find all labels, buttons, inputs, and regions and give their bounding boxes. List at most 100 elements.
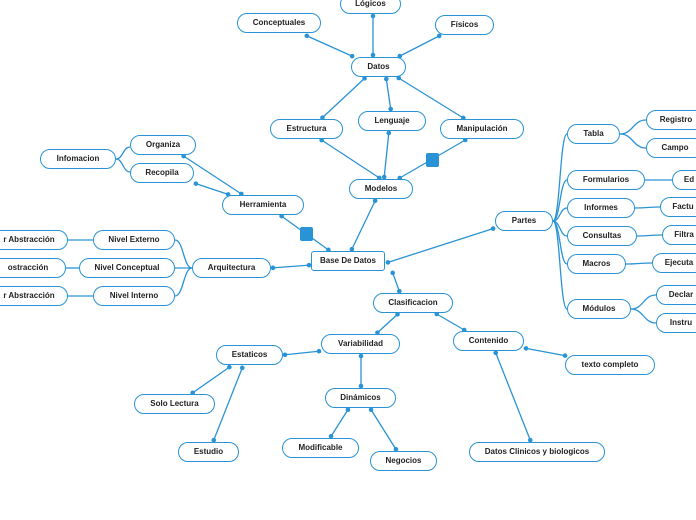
connector-curve xyxy=(625,262,653,265)
node-macros-child[interactable]: Ejecuta xyxy=(652,253,696,273)
connector-dot xyxy=(193,181,199,186)
connector-curve xyxy=(552,220,568,310)
connector-line xyxy=(282,350,322,356)
attachment-marker[interactable] xyxy=(426,153,439,167)
node-texto-completo[interactable]: texto completo xyxy=(565,355,655,375)
connector-line xyxy=(383,130,390,180)
node-nivel-conceptual[interactable]: Nivel Conceptual xyxy=(79,258,175,278)
connector-dot xyxy=(527,437,533,443)
node-nivel-externo[interactable]: Nivel Externo xyxy=(93,230,175,250)
connector-dot xyxy=(397,288,402,294)
node-manipulacion[interactable]: Manipulación xyxy=(440,119,524,139)
node-modelos[interactable]: Modelos xyxy=(349,179,413,199)
node-consultas[interactable]: Consultas xyxy=(567,226,637,246)
node-datos[interactable]: Datos xyxy=(351,57,406,77)
connector-curve xyxy=(619,119,647,135)
connector-line xyxy=(304,34,355,58)
connector-dot xyxy=(358,353,364,359)
connector-curve xyxy=(552,133,568,222)
connector-curve xyxy=(636,234,663,237)
connector-line xyxy=(190,365,232,395)
connector-dot xyxy=(211,437,217,443)
node-campo[interactable]: Campo xyxy=(646,138,696,158)
node-informes-child[interactable]: Factu xyxy=(660,197,696,217)
connector-dot xyxy=(239,365,245,371)
connector-curve xyxy=(115,158,131,173)
node-base-de-datos[interactable]: Base De Datos xyxy=(311,251,385,271)
connector-line xyxy=(385,76,392,112)
connector-dot xyxy=(270,265,276,271)
connector-dot xyxy=(370,52,376,58)
connector-line xyxy=(375,312,400,335)
node-solo-lectura[interactable]: Solo Lectura xyxy=(134,394,215,414)
node-formularios[interactable]: Formularios xyxy=(567,170,645,190)
connector-dot xyxy=(358,383,364,389)
connector-dot xyxy=(370,13,376,19)
connector-dot xyxy=(326,247,331,253)
connector-line xyxy=(212,365,244,443)
node-consultas-child[interactable]: Filtra xyxy=(662,225,696,245)
node-tabla[interactable]: Tabla xyxy=(567,124,620,144)
connector-line xyxy=(369,407,398,452)
node-variabilidad[interactable]: Variabilidad xyxy=(321,334,400,354)
connector-dot xyxy=(562,353,568,358)
connector-curve xyxy=(552,207,568,222)
connector-dot xyxy=(316,348,322,354)
connector-curve xyxy=(115,146,131,160)
node-datos-clinicos[interactable]: Datos Clinicos y biologicos xyxy=(469,442,605,462)
node-nivel-interno[interactable]: Nivel Interno xyxy=(93,286,175,306)
node-logicos[interactable]: Lógicos xyxy=(340,0,401,14)
node-negocios[interactable]: Negocios xyxy=(370,451,437,471)
connector-line xyxy=(397,34,442,58)
node-herramienta[interactable]: Herramienta xyxy=(222,195,304,215)
node-contenido[interactable]: Contenido xyxy=(453,331,524,351)
connector-line xyxy=(181,154,244,196)
node-modulos-child-1[interactable]: Declar xyxy=(656,285,696,305)
connector-dot xyxy=(393,447,399,452)
connector-dot xyxy=(396,75,402,81)
connector-dot xyxy=(390,270,395,276)
node-modificable[interactable]: Modificable xyxy=(282,438,359,458)
connector-dot xyxy=(490,226,496,231)
node-infomacion[interactable]: Infomacion xyxy=(40,149,116,169)
connector-dot xyxy=(362,76,367,81)
connector-line xyxy=(434,312,467,332)
connector-line xyxy=(385,227,496,264)
node-dinamicos[interactable]: Dinámicos xyxy=(325,388,396,408)
connector-dot xyxy=(381,174,387,180)
connector-curve xyxy=(174,239,193,269)
node-informes[interactable]: Informes xyxy=(567,198,635,218)
connector-curve xyxy=(619,133,647,149)
node-registro[interactable]: Registro xyxy=(646,110,696,130)
connector-curve xyxy=(630,308,657,324)
node-recopila[interactable]: Recopila xyxy=(130,163,194,183)
node-estaticos[interactable]: Estaticos xyxy=(216,345,283,365)
node-modulos[interactable]: Módulos xyxy=(567,299,631,319)
connector-dot xyxy=(282,352,288,358)
connector-line xyxy=(329,407,350,439)
node-conceptuales[interactable]: Conceptuales xyxy=(237,13,321,33)
node-fisicos[interactable]: Físicos xyxy=(435,15,494,35)
node-estudio[interactable]: Estudio xyxy=(178,442,239,462)
node-abstraccion-2[interactable]: ostracción xyxy=(0,258,66,278)
node-abstraccion-1[interactable]: r Abstracción xyxy=(0,230,68,250)
connector-line xyxy=(523,347,568,357)
connector-dot xyxy=(372,198,378,204)
node-abstraccion-3[interactable]: r Abstracción xyxy=(0,286,68,306)
node-macros[interactable]: Macros xyxy=(567,254,626,274)
node-clasificacion[interactable]: Clasificacion xyxy=(373,293,453,313)
connector-dot xyxy=(349,53,355,59)
node-lenguaje[interactable]: Lenguaje xyxy=(358,111,426,131)
connector-dot xyxy=(279,213,284,219)
node-estructura[interactable]: Estructura xyxy=(270,119,343,139)
attachment-marker[interactable] xyxy=(300,227,313,241)
node-formularios-child[interactable]: Ed xyxy=(672,170,696,190)
connector-dot xyxy=(328,434,334,439)
node-arquitectura[interactable]: Arquitectura xyxy=(192,258,271,278)
node-modulos-child-2[interactable]: Instru xyxy=(656,313,696,333)
connector-line xyxy=(494,350,532,443)
connector-line xyxy=(270,264,312,269)
node-partes[interactable]: Partes xyxy=(495,211,553,231)
node-organiza[interactable]: Organiza xyxy=(130,135,196,155)
connector-curve xyxy=(552,179,568,222)
